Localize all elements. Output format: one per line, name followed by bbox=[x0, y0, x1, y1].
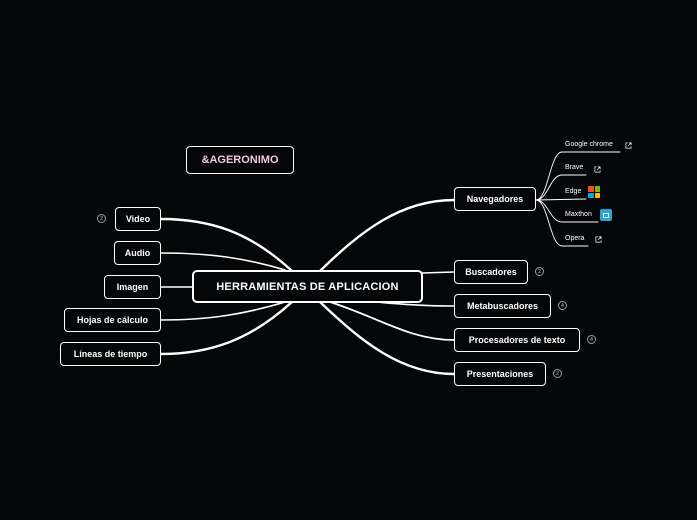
subtopic-brave[interactable]: Brave bbox=[565, 164, 584, 171]
topic-imagen[interactable]: Imagen bbox=[104, 275, 161, 299]
external-link-icon[interactable] bbox=[625, 142, 632, 149]
microsoft-logo-icon[interactable] bbox=[588, 186, 600, 198]
external-link-icon[interactable] bbox=[595, 236, 602, 243]
external-link-icon[interactable] bbox=[594, 166, 601, 173]
topic-procesadores-de-texto[interactable]: Procesadores de texto bbox=[454, 328, 580, 352]
metabuscadores-badge[interactable]: 4 bbox=[558, 301, 567, 310]
procesadores-badge[interactable]: 4 bbox=[587, 335, 596, 344]
subtopic-maxthon[interactable]: Maxthon bbox=[565, 211, 592, 218]
maxthon-logo-icon[interactable] bbox=[600, 209, 612, 221]
subtopic-opera[interactable]: Opera bbox=[565, 235, 585, 242]
central-topic[interactable]: HERRAMIENTAS DE APLICACION bbox=[192, 270, 423, 303]
topic-presentaciones[interactable]: Presentaciones bbox=[454, 362, 546, 386]
topic-video[interactable]: Video bbox=[115, 207, 161, 231]
subtopic-edge[interactable]: Edge bbox=[565, 188, 582, 195]
topic-hojas-de-calculo[interactable]: Hojas de cálculo bbox=[64, 308, 161, 332]
topic-buscadores[interactable]: Buscadores bbox=[454, 260, 528, 284]
floating-topic[interactable]: &AGERONIMO bbox=[186, 146, 294, 174]
topic-navegadores[interactable]: Navegadores bbox=[454, 187, 536, 211]
presentaciones-badge[interactable]: 2 bbox=[553, 369, 562, 378]
topic-lineas-de-tiempo[interactable]: Líneas de tiempo bbox=[60, 342, 161, 366]
subtopic-google-chrome[interactable]: Google chrome bbox=[565, 141, 613, 148]
buscadores-badge[interactable]: 2 bbox=[535, 267, 544, 276]
topic-metabuscadores[interactable]: Metabuscadores bbox=[454, 294, 551, 318]
video-badge[interactable]: 2 bbox=[97, 214, 106, 223]
topic-audio[interactable]: Audio bbox=[114, 241, 161, 265]
